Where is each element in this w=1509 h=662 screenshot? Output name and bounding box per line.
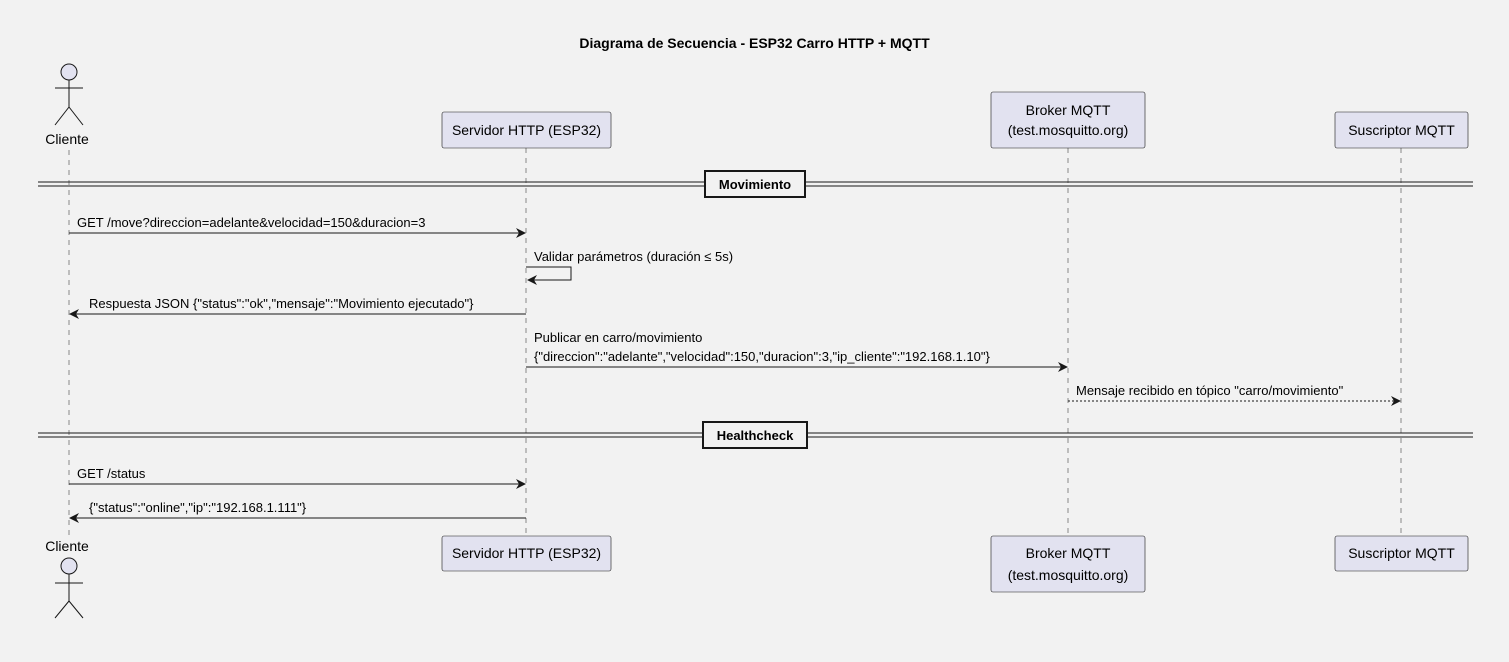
message-get-status: GET /status [69,466,526,489]
separator-label-movimiento: Movimiento [719,177,791,192]
participant-label-cliente: Cliente [45,538,89,554]
message-received: Mensaje recibido en tópico "carro/movimi… [1068,383,1401,406]
message-label: GET /status [77,466,146,481]
message-label: Validar parámetros (duración ≤ 5s) [534,249,733,264]
participant-broker-top: Broker MQTT (test.mosquitto.org) [990,91,1146,149]
message-get-move: GET /move?direccion=adelante&velocidad=1… [69,215,526,238]
message-self-validate: Validar parámetros (duración ≤ 5s) [526,249,733,285]
actor-icon [54,557,84,619]
message-label-line2: {"direccion":"adelante","velocidad":150,… [534,349,990,364]
diagram-title: Diagrama de Secuencia - ESP32 Carro HTTP… [579,35,930,51]
participant-broker-bottom: Broker MQTT (test.mosquitto.org) [990,535,1146,593]
participant-label-cliente: Cliente [45,131,89,147]
participant-label-servidor: Servidor HTTP (ESP32) [452,545,601,561]
message-label: Respuesta JSON {"status":"ok","mensaje":… [89,296,474,311]
message-label-line1: Publicar en carro/movimiento [534,330,702,345]
participant-label-broker-host: (test.mosquitto.org) [1008,122,1129,138]
participant-cliente-top: Cliente [45,63,89,147]
participant-label-suscriptor: Suscriptor MQTT [1348,545,1455,561]
message-label: {"status":"online","ip":"192.168.1.111"} [89,500,307,515]
lifelines [68,148,1402,538]
message-label: Mensaje recibido en tópico "carro/movimi… [1076,383,1344,398]
participant-servidor-bottom: Servidor HTTP (ESP32) [441,535,612,572]
separator-label-healthcheck: Healthcheck [717,428,794,443]
separator-movimiento: Movimiento [38,170,1473,198]
message-label: GET /move?direccion=adelante&velocidad=1… [77,215,425,230]
participant-suscriptor-bottom: Suscriptor MQTT [1334,535,1469,572]
participant-label-broker-name: Broker MQTT [1026,102,1111,118]
participant-label-servidor: Servidor HTTP (ESP32) [452,122,601,138]
message-status-response: {"status":"online","ip":"192.168.1.111"} [69,500,526,523]
message-response-json: Respuesta JSON {"status":"ok","mensaje":… [69,296,526,319]
participant-label-suscriptor: Suscriptor MQTT [1348,122,1455,138]
participant-label-broker-host: (test.mosquitto.org) [1008,567,1129,583]
participant-label-broker-name: Broker MQTT [1026,545,1111,561]
message-publish: Publicar en carro/movimiento {"direccion… [526,330,1068,372]
participant-cliente-bottom: Cliente [45,538,89,619]
participant-servidor-top: Servidor HTTP (ESP32) [441,111,612,149]
participant-suscriptor-top: Suscriptor MQTT [1334,111,1469,149]
actor-icon [54,63,84,126]
separator-healthcheck: Healthcheck [38,421,1473,449]
